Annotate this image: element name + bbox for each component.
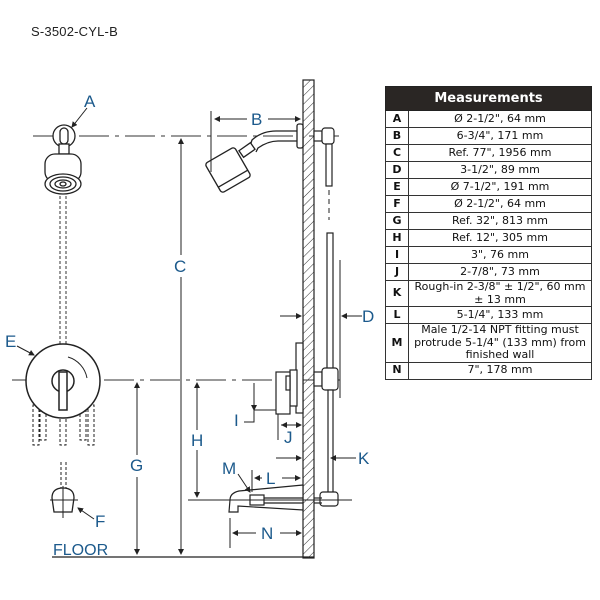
measurement-key: E <box>385 178 409 196</box>
front-tub-spout <box>50 462 78 518</box>
measurement-value: 2-7/8", 73 mm <box>408 263 592 281</box>
measurement-value: Ø 2-1/2", 64 mm <box>408 110 592 128</box>
measurement-value: Ref. 12", 305 mm <box>408 229 592 247</box>
label-floor: FLOOR <box>53 542 108 559</box>
measurement-value: 6-3/4", 171 mm <box>408 127 592 145</box>
measurement-value: Ø 2-1/2", 64 mm <box>408 195 592 213</box>
side-shower-arm <box>205 123 304 193</box>
dimension-lines <box>16 107 362 555</box>
label-g: G <box>130 456 143 475</box>
measurement-value: Ø 7-1/2", 191 mm <box>408 178 592 196</box>
measurement-value: Rough-in 2-3/8" ± 1/2", 60 mm ± 13 mm <box>408 280 592 307</box>
label-e: E <box>5 332 16 351</box>
label-i: I <box>234 411 239 430</box>
measurement-key: D <box>385 161 409 179</box>
label-f: F <box>95 512 105 531</box>
measurements-title: Measurements <box>385 86 592 111</box>
measurement-value: 7", 178 mm <box>408 361 592 380</box>
measurement-value: Ref. 77", 1956 mm <box>408 144 592 162</box>
front-valve-trim <box>25 343 101 446</box>
measurement-key: I <box>385 246 409 264</box>
measurement-key: G <box>385 212 409 230</box>
measurement-key: M <box>385 323 409 363</box>
front-shower-head <box>44 153 82 195</box>
measurement-key: L <box>385 306 409 324</box>
label-a: A <box>84 92 96 111</box>
model-number: S-3502-CYL-B <box>31 24 118 39</box>
measurement-key: F <box>385 195 409 213</box>
measurement-key: K <box>385 280 409 307</box>
side-supply-piping <box>313 127 341 507</box>
label-d: D <box>362 307 374 326</box>
label-l: L <box>266 469 275 488</box>
label-j: J <box>284 428 293 447</box>
front-shower-flange <box>52 124 76 155</box>
label-c: C <box>174 257 186 276</box>
label-h: H <box>191 431 203 450</box>
measurement-value: 3-1/2", 89 mm <box>408 161 592 179</box>
label-n: N <box>261 524 273 543</box>
measurement-key: J <box>385 263 409 281</box>
measurement-key: H <box>385 229 409 247</box>
measurement-key: C <box>385 144 409 162</box>
measurement-value: Male 1/2-14 NPT fitting must protrude 5-… <box>408 323 592 363</box>
measurement-value: 5-1/4", 133 mm <box>408 306 592 324</box>
measurement-key: A <box>385 110 409 128</box>
label-m: M <box>222 459 236 478</box>
label-b: B <box>251 110 262 129</box>
measurement-key: N <box>385 361 409 380</box>
label-k: K <box>358 449 370 468</box>
measurement-value: Ref. 32", 813 mm <box>408 212 592 230</box>
side-valve-trim <box>275 342 304 415</box>
front-supply-pipe <box>59 196 67 345</box>
measurement-value: 3", 76 mm <box>408 246 592 264</box>
measurement-key: B <box>385 127 409 145</box>
finished-wall <box>302 79 315 559</box>
